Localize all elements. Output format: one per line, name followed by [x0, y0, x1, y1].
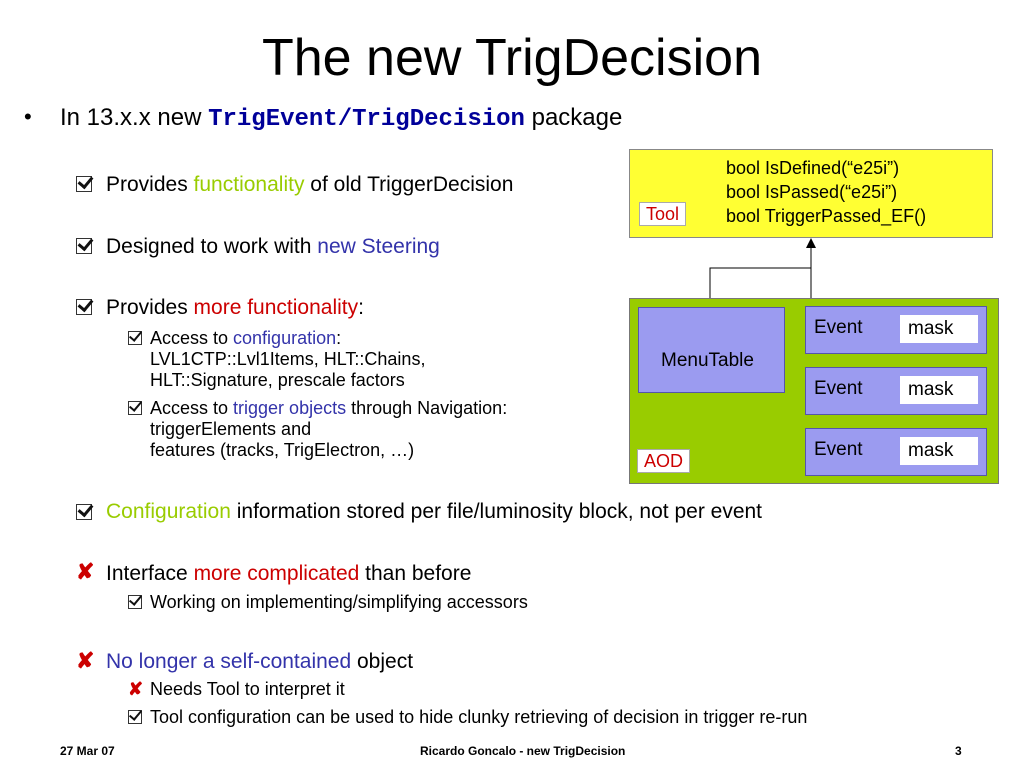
tool-label: Tool [639, 202, 687, 226]
checkbox-icon [76, 176, 92, 192]
item-text: triggerElements and [150, 419, 312, 439]
mask-label: mask [900, 376, 978, 404]
tool-method-list: bool IsDefined(“e25i”) bool IsPassed(“e2… [726, 156, 926, 228]
checkbox-icon [76, 238, 92, 254]
item-highlight: functionality [193, 173, 305, 196]
mask-label: mask [900, 437, 978, 465]
item-highlight: trigger objects [233, 398, 347, 418]
event-label: Event [814, 378, 863, 399]
aod-box: MenuTable Event mask Event mask Event ma… [629, 298, 999, 484]
aod-label: AOD [637, 449, 691, 473]
item-self-contained: No longer a self-contained object [106, 649, 413, 675]
item-text: object [351, 650, 414, 673]
checkbox-icon [128, 710, 142, 724]
tool-method: bool IsPassed(“e25i”) [726, 182, 898, 202]
item-text: than before [359, 562, 472, 585]
bullet-1: In 13.x.x new TrigEvent/TrigDecision pac… [60, 104, 622, 134]
checkbox-icon [128, 331, 142, 345]
menutable-label: MenuTable [661, 350, 754, 371]
item-steering: Designed to work with new Steering [106, 234, 440, 260]
item-configuration-storage: Configuration information stored per fil… [106, 499, 762, 525]
cross-icon: ✘ [76, 559, 95, 584]
footer-author: Ricardo Goncalo - new TrigDecision [420, 744, 626, 758]
item-text: : [358, 296, 364, 319]
subitem-trigger-objects: Access to trigger objects through Naviga… [150, 398, 507, 461]
item-more-functionality: Provides more functionality: [106, 295, 364, 321]
item-text: Access to [150, 328, 234, 348]
checkbox-icon [128, 401, 142, 415]
event-box: Event mask [805, 367, 987, 415]
tool-box: bool IsDefined(“e25i”) bool IsPassed(“e2… [629, 149, 993, 238]
item-highlight: more complicated [193, 562, 360, 585]
cross-icon: ✘ [76, 648, 95, 673]
event-box: Event mask [805, 428, 987, 476]
event-label: Event [814, 439, 863, 460]
item-text: LVL1CTP::Lvl1Items, HLT::Chains, [150, 349, 426, 369]
tool-method: bool IsDefined(“e25i”) [726, 158, 900, 178]
item-highlight: Configuration [106, 500, 231, 523]
checkbox-icon [128, 595, 142, 609]
item-text: : [336, 328, 342, 348]
item-highlight: more functionality [193, 296, 359, 319]
item-highlight: configuration [233, 328, 337, 348]
item-text: Interface [106, 562, 194, 585]
item-text: through Navigation: [346, 398, 508, 418]
subitem-tool-config: Tool configuration can be used to hide c… [150, 707, 808, 727]
inheritance-arrow [709, 238, 816, 302]
event-label: Event [814, 317, 863, 338]
checkbox-icon [76, 504, 92, 520]
item-interface: Interface more complicated than before [106, 561, 471, 587]
checkbox-icon [76, 299, 92, 315]
item-highlight: No longer a self-contained [106, 650, 352, 673]
menutable-box: MenuTable [638, 307, 785, 393]
subitem-needs-tool: Needs Tool to interpret it [150, 679, 345, 699]
bullet-1-text: In 13.x.x new [60, 104, 209, 131]
item-text: features (tracks, TrigElectron, …) [150, 440, 415, 460]
footer-date: 27 Mar 07 [60, 744, 115, 758]
item-text: Access to [150, 398, 234, 418]
item-text: information stored per file/luminosity b… [230, 500, 763, 523]
bullet-dot: • [24, 104, 32, 129]
item-text: Designed to work with [106, 235, 318, 258]
cross-icon: ✘ [128, 679, 144, 699]
item-highlight: new Steering [317, 235, 440, 258]
item-text: Provides [106, 296, 194, 319]
page-number: 3 [955, 744, 962, 758]
item-text: Provides [106, 173, 194, 196]
item-text: HLT::Signature, prescale factors [150, 370, 405, 390]
subitem-accessors: Working on implementing/simplifying acce… [150, 592, 528, 612]
item-text: of old TriggerDecision [304, 173, 514, 196]
subitem-configuration: Access to configuration: LVL1CTP::Lvl1It… [150, 328, 425, 391]
bullet-1-suffix: package [524, 104, 623, 131]
mask-label: mask [900, 315, 978, 343]
package-name: TrigEvent/TrigDecision [208, 106, 525, 133]
item-functionality: Provides functionality of old TriggerDec… [106, 172, 513, 198]
tool-method: bool TriggerPassed_EF() [726, 206, 927, 226]
slide-title: The new TrigDecision [262, 29, 762, 87]
event-box: Event mask [805, 306, 987, 354]
